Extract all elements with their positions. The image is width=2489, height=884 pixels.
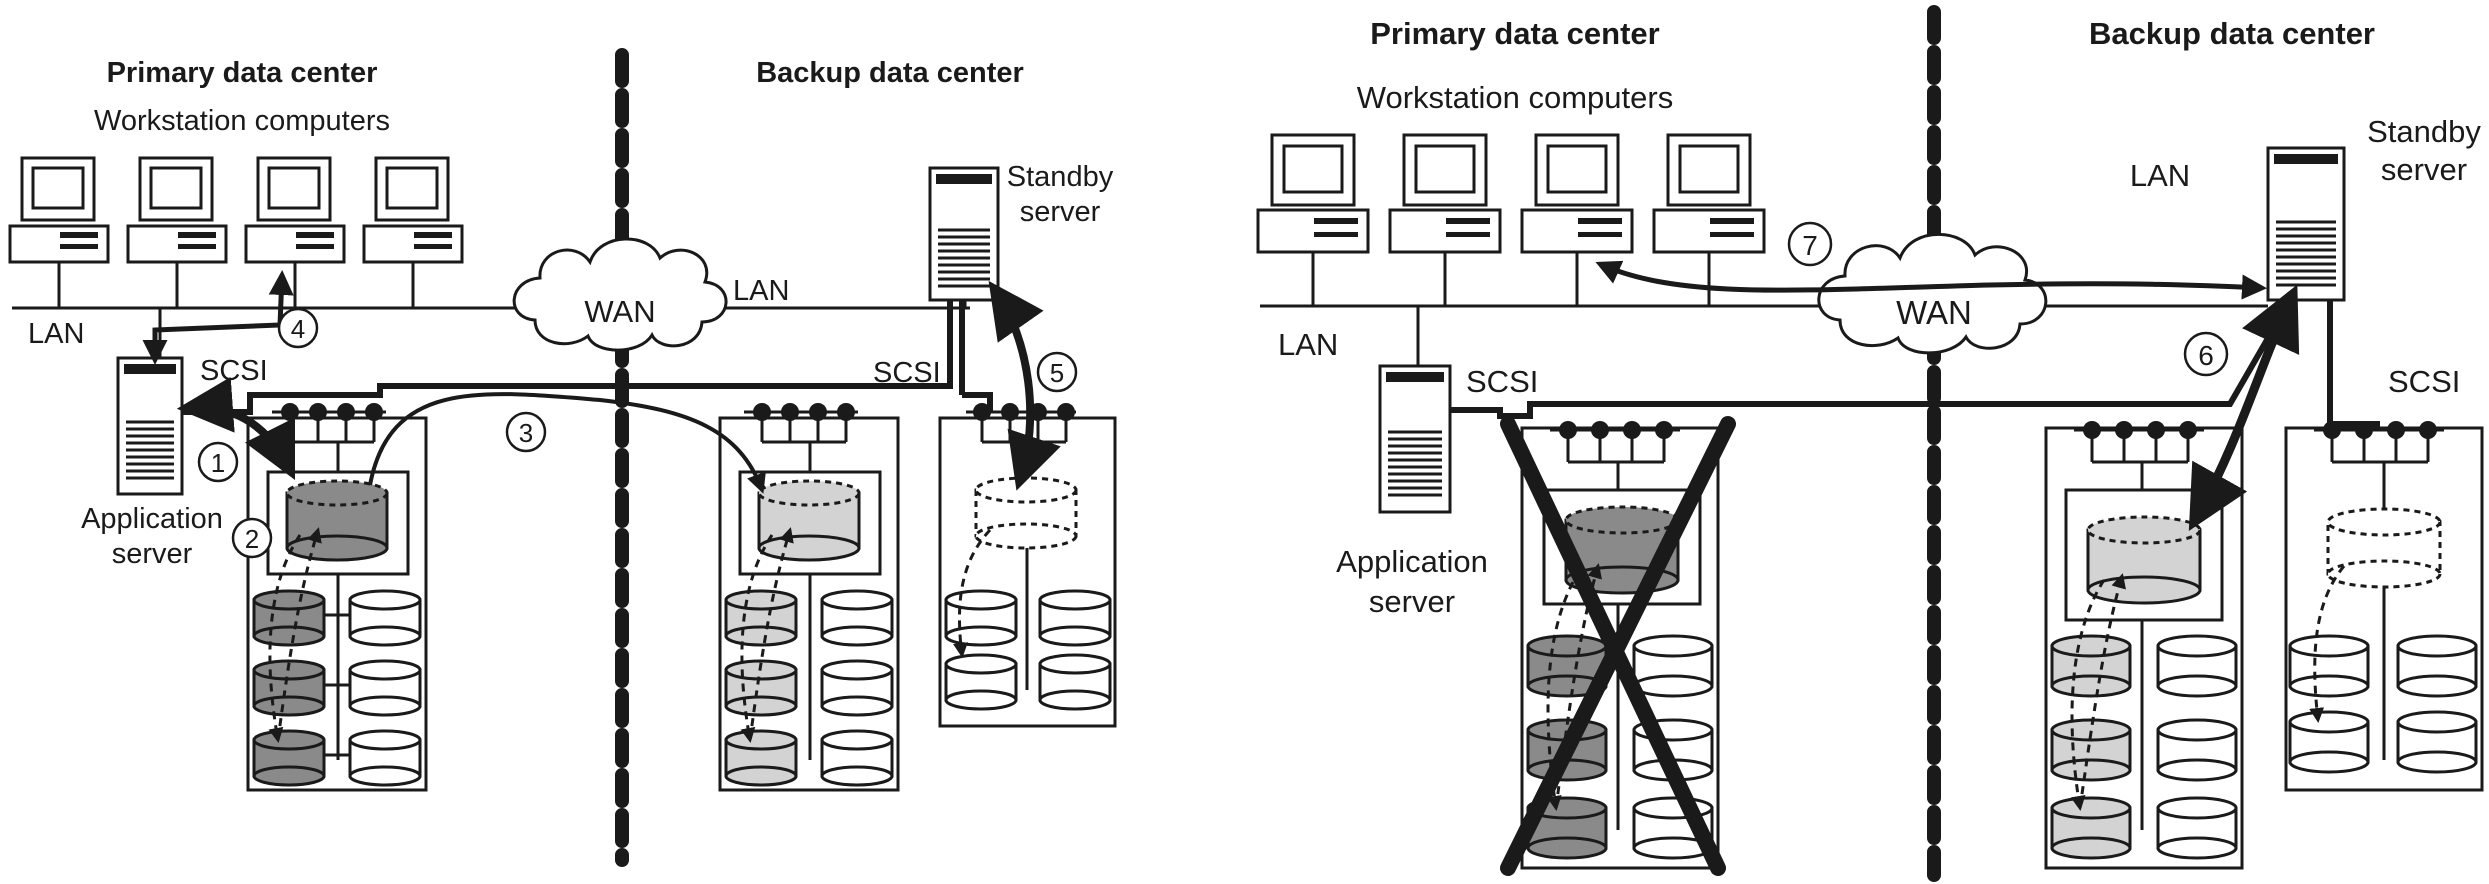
step-7-marker: 7 [1787,221,1833,267]
workstation-1 [8,156,110,264]
failure-cross-icon [1500,416,1736,876]
standby-label-1b: Standby [2367,114,2481,149]
workstation-3 [244,156,346,264]
scsi-label-left: SCSI [200,355,268,387]
primary-datacenter-title-2: Primary data center [1370,16,1659,51]
svg-text:6: 6 [2198,340,2214,371]
standby-server [928,166,1000,302]
app-server-label-2b: server [1369,584,1455,619]
svg-text:1: 1 [211,448,225,478]
step-3-marker: 3 [505,411,547,453]
svg-text:4: 4 [291,314,305,344]
scsi-label-left-2: SCSI [1466,364,1538,399]
step-2-marker: 2 [231,517,273,559]
workstation-5 [1256,133,1370,254]
standby-label-2b: server [2381,152,2467,187]
primary-disk-4 [348,589,422,647]
standby-label-2: server [1020,196,1101,228]
arrow-step-3 [368,392,766,494]
arrow-step-5 [988,280,1061,491]
lan-label-left-2: LAN [1278,327,1338,362]
arrow-step-6 [2188,284,2300,531]
primary-datacenter-title: Primary data center [107,57,378,89]
step-6-marker: 6 [2183,331,2229,377]
step-1-marker: 1 [197,441,239,483]
standby-label-1: Standby [1007,161,1114,193]
workstations-label: Workstation computers [94,105,390,137]
svg-text:7: 7 [1802,230,1818,261]
panel-after-failover: Primary data center Backup data center W… [1256,5,2484,882]
scsi-label-right-2: SCSI [2388,364,2460,399]
wan-label: WAN [584,294,655,329]
storage-rack-backup-mirror [718,403,900,792]
lan-label-right: LAN [733,275,789,307]
primary-main-disk [285,479,389,562]
wan-label-2: WAN [1896,294,1972,331]
wan-cloud-2: WAN [1817,233,2048,355]
workstation-8 [1652,133,1766,254]
wan-cloud: WAN [512,237,728,352]
storage-rack-standby-2 [2284,421,2484,792]
svg-text:3: 3 [519,418,533,448]
workstation-4 [362,156,464,264]
primary-disk-5 [348,659,422,717]
panel-before-failure: Primary data center Backup data center W… [8,48,1117,867]
scsi-label-right: SCSI [873,357,941,389]
primary-disk-3 [252,729,326,787]
primary-disk-6 [348,729,422,787]
primary-disk-1 [252,589,326,647]
storage-rack-failed [1500,416,1736,876]
workstation-7 [1520,133,1634,254]
svg-text:5: 5 [1050,358,1064,388]
lan-label-right-2: LAN [2130,158,2190,193]
app-server-label-1: Application [81,503,223,535]
backup-datacenter-title: Backup data center [756,57,1024,89]
application-server-2 [1378,364,1452,514]
step-4-marker: 4 [277,307,319,349]
lan-label-left: LAN [28,318,84,350]
application-server [116,356,184,496]
svg-text:2: 2 [245,524,259,554]
workstation-6 [1388,133,1502,254]
arrow-step-7 [1595,260,2267,300]
lan-bus-2 [1260,252,2268,366]
backup-datacenter-title-2: Backup data center [2089,16,2375,51]
step-5-marker: 5 [1036,351,1078,393]
arrow-step-1 [176,376,296,481]
app-server-label-2: server [112,538,193,570]
arrow-step-4 [142,270,294,365]
storage-rack-primary [246,403,428,792]
standby-server-2 [2266,146,2346,302]
app-server-label-1b: Application [1336,544,1488,579]
workstations-label-2: Workstation computers [1357,80,1673,115]
workstation-2 [126,156,228,264]
